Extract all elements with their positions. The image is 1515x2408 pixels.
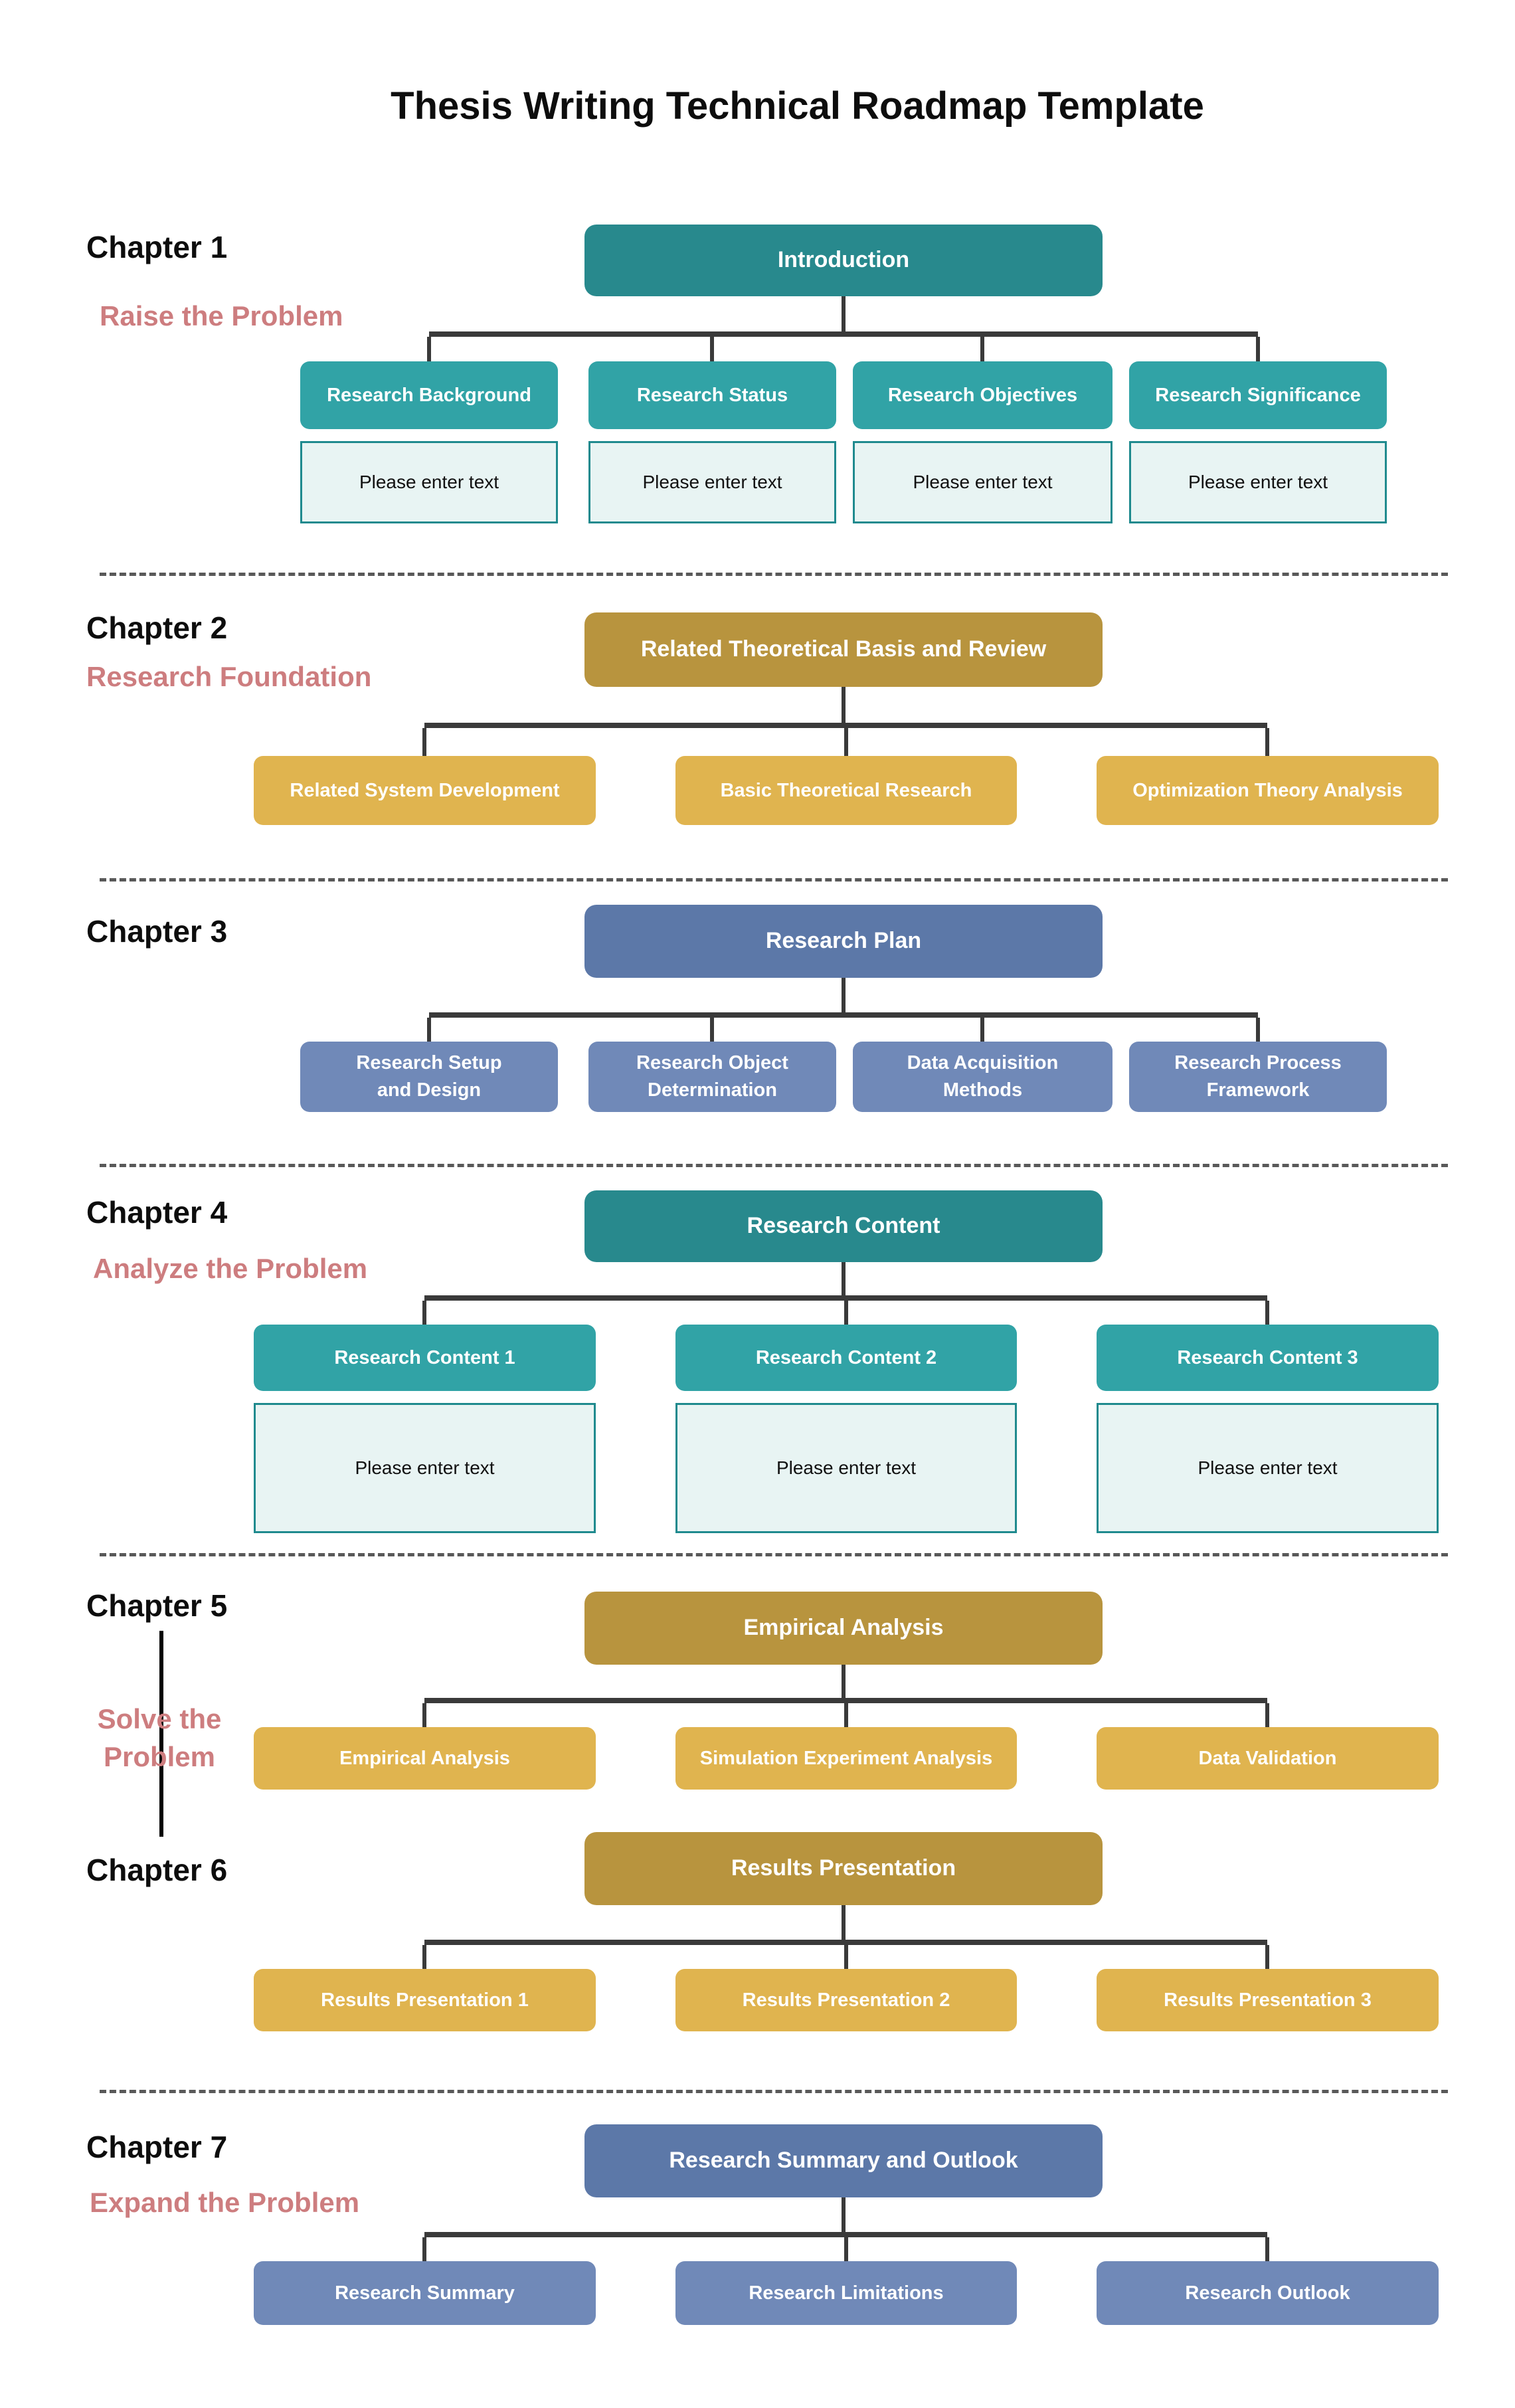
chapter-1-child-node-1[interactable]: Research Background bbox=[300, 361, 558, 429]
chapter-5-child-node-2[interactable]: Simulation Experiment Analysis bbox=[675, 1727, 1017, 1790]
chapter-link-line bbox=[159, 1631, 163, 1837]
chapter-4-placeholder-3[interactable]: Please enter text bbox=[1097, 1403, 1439, 1533]
connector-drop bbox=[844, 728, 848, 756]
chapter-1-root-node[interactable]: Introduction bbox=[584, 225, 1103, 296]
connector-drop bbox=[1265, 1945, 1269, 1969]
chapter-1-placeholder-4[interactable]: Please enter text bbox=[1129, 441, 1387, 523]
chapter-5-subtitle: Solve the Problem bbox=[97, 1703, 222, 1772]
connector-drop bbox=[427, 1018, 431, 1042]
chapter-3-child-node-4[interactable]: Research Process Framework bbox=[1129, 1042, 1387, 1112]
connector-drop bbox=[422, 2237, 426, 2261]
chapter-7-label: Chapter 7 bbox=[86, 2130, 228, 2164]
connector-drop bbox=[844, 1703, 848, 1727]
chapter-1-child-node-2[interactable]: Research Status bbox=[588, 361, 836, 429]
connector-drop bbox=[1256, 337, 1260, 361]
connector-drop bbox=[1265, 1703, 1269, 1727]
chapter-4-root-node[interactable]: Research Content bbox=[584, 1190, 1103, 1262]
connector-drop bbox=[422, 728, 426, 756]
chapter-7-root-node[interactable]: Research Summary and Outlook bbox=[584, 2124, 1103, 2197]
chapter-6-label: Chapter 6 bbox=[86, 1853, 228, 1887]
connector-drop bbox=[980, 337, 984, 361]
connector-vertical bbox=[842, 2197, 846, 2236]
connector-vertical bbox=[842, 296, 846, 336]
chapter-5-label: Chapter 5 bbox=[86, 1588, 228, 1623]
chapter-4-child-node-1[interactable]: Research Content 1 bbox=[254, 1325, 596, 1391]
chapter-1-child-node-4[interactable]: Research Significance bbox=[1129, 361, 1387, 429]
chapter-3-root-node[interactable]: Research Plan bbox=[584, 905, 1103, 978]
chapter-1-subtitle: Raise the Problem bbox=[100, 300, 343, 331]
chapter-1-placeholder-3[interactable]: Please enter text bbox=[853, 441, 1113, 523]
connector-drop bbox=[422, 1301, 426, 1325]
chapter-4-child-node-3[interactable]: Research Content 3 bbox=[1097, 1325, 1439, 1391]
chapter-7-child-node-3[interactable]: Research Outlook bbox=[1097, 2261, 1439, 2325]
connector-horizontal bbox=[429, 1012, 1258, 1018]
chapter-4-placeholder-2[interactable]: Please enter text bbox=[675, 1403, 1017, 1533]
connector-drop bbox=[980, 1018, 984, 1042]
chapter-1-child-node-3[interactable]: Research Objectives bbox=[853, 361, 1113, 429]
chapter-3-child-node-1[interactable]: Research Setup and Design bbox=[300, 1042, 558, 1112]
chapter-1-placeholder-2[interactable]: Please enter text bbox=[588, 441, 836, 523]
chapter-7-child-node-2[interactable]: Research Limitations bbox=[675, 2261, 1017, 2325]
connector-vertical bbox=[842, 687, 846, 727]
chapter-2-subtitle: Research Foundation bbox=[86, 661, 372, 692]
chapter-6-child-node-1[interactable]: Results Presentation 1 bbox=[254, 1969, 596, 2031]
chapter-1-label: Chapter 1 bbox=[86, 230, 228, 264]
chapter-4-child-node-2[interactable]: Research Content 2 bbox=[675, 1325, 1017, 1391]
chapter-5-child-node-1[interactable]: Empirical Analysis bbox=[254, 1727, 596, 1790]
connector-horizontal bbox=[424, 2232, 1267, 2237]
connector-drop bbox=[422, 1945, 426, 1969]
chapter-7-child-node-1[interactable]: Research Summary bbox=[254, 2261, 596, 2325]
section-divider bbox=[100, 2090, 1448, 2093]
connector-drop bbox=[844, 2237, 848, 2261]
connector-horizontal bbox=[424, 1940, 1267, 1945]
section-divider bbox=[100, 1164, 1448, 1167]
connector-drop bbox=[427, 337, 431, 361]
chapter-6-root-node[interactable]: Results Presentation bbox=[584, 1832, 1103, 1905]
connector-drop bbox=[1265, 1301, 1269, 1325]
section-divider bbox=[100, 1553, 1448, 1556]
chapter-3-child-node-2[interactable]: Research Object Determination bbox=[588, 1042, 836, 1112]
chapter-2-root-node[interactable]: Related Theoretical Basis and Review bbox=[584, 612, 1103, 687]
chapter-4-label: Chapter 4 bbox=[86, 1195, 228, 1230]
chapter-6-child-node-2[interactable]: Results Presentation 2 bbox=[675, 1969, 1017, 2031]
connector-horizontal bbox=[424, 1295, 1267, 1301]
connector-drop bbox=[422, 1703, 426, 1727]
connector-horizontal bbox=[424, 1698, 1267, 1703]
chapter-2-child-node-3[interactable]: Optimization Theory Analysis bbox=[1097, 756, 1439, 825]
connector-drop bbox=[844, 1945, 848, 1969]
section-divider bbox=[100, 573, 1448, 576]
connector-drop bbox=[710, 337, 714, 361]
chapter-2-child-node-2[interactable]: Basic Theoretical Research bbox=[675, 756, 1017, 825]
chapter-4-subtitle: Analyze the Problem bbox=[93, 1253, 368, 1284]
connector-drop bbox=[844, 1301, 848, 1325]
chapter-2-label: Chapter 2 bbox=[86, 610, 228, 645]
chapter-6-child-node-3[interactable]: Results Presentation 3 bbox=[1097, 1969, 1439, 2031]
connector-drop bbox=[1265, 728, 1269, 756]
chapter-3-child-node-3[interactable]: Data Acquisition Methods bbox=[853, 1042, 1113, 1112]
chapter-5-child-node-3[interactable]: Data Validation bbox=[1097, 1727, 1439, 1790]
chapter-7-subtitle: Expand the Problem bbox=[90, 2187, 360, 2218]
connector-horizontal bbox=[424, 723, 1267, 728]
chapter-5-root-node[interactable]: Empirical Analysis bbox=[584, 1592, 1103, 1665]
page-title: Thesis Writing Technical Roadmap Templat… bbox=[391, 84, 1204, 128]
connector-vertical bbox=[842, 1905, 846, 1944]
connector-drop bbox=[1265, 2237, 1269, 2261]
connector-vertical bbox=[842, 1665, 846, 1702]
connector-drop bbox=[710, 1018, 714, 1042]
chapter-4-placeholder-1[interactable]: Please enter text bbox=[254, 1403, 596, 1533]
connector-vertical bbox=[842, 1262, 846, 1299]
section-divider bbox=[100, 878, 1448, 881]
chapter-3-label: Chapter 3 bbox=[86, 914, 228, 949]
chapter-1-placeholder-1[interactable]: Please enter text bbox=[300, 441, 558, 523]
chapter-2-child-node-1[interactable]: Related System Development bbox=[254, 756, 596, 825]
connector-drop bbox=[1256, 1018, 1260, 1042]
connector-horizontal bbox=[429, 331, 1258, 337]
connector-vertical bbox=[842, 978, 846, 1016]
